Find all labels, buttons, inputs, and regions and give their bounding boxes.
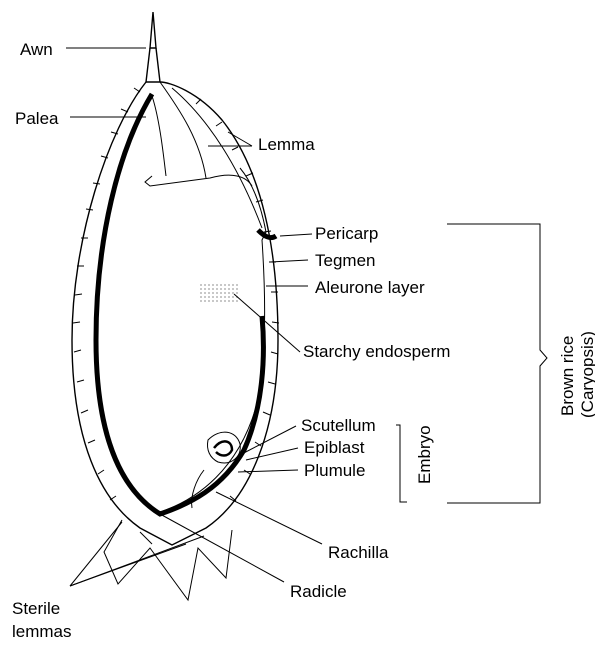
pericarp-band	[96, 94, 263, 514]
label-brown-rice-line2: (Caryopsis)	[578, 331, 595, 418]
hull-outline	[72, 82, 278, 545]
label-rachilla: Rachilla	[328, 543, 389, 562]
label-scutellum: Scutellum	[301, 416, 376, 435]
awn-shape	[150, 12, 156, 48]
label-sterile-lemmas-line1: Sterile	[12, 599, 60, 618]
leader-lines	[66, 48, 547, 586]
label-starchy-endosperm: Starchy endosperm	[303, 342, 450, 361]
label-tegmen: Tegmen	[315, 251, 375, 270]
label-plumule: Plumule	[304, 461, 365, 480]
label-sterile-lemmas-line2: lemmas	[12, 622, 72, 641]
label-epiblast: Epiblast	[304, 438, 365, 457]
sterile-lemmas-shape	[104, 520, 232, 600]
label-lemma: Lemma	[258, 135, 315, 154]
label-embryo: Embryo	[415, 425, 434, 484]
label-palea: Palea	[15, 109, 59, 128]
aleurone-patch	[200, 282, 238, 304]
label-awn: Awn	[20, 40, 53, 59]
label-radicle: Radicle	[290, 582, 347, 601]
label-brown-rice-line1: Brown rice	[558, 336, 577, 416]
label-aleurone-layer: Aleurone layer	[315, 278, 425, 297]
label-pericarp: Pericarp	[315, 224, 378, 243]
